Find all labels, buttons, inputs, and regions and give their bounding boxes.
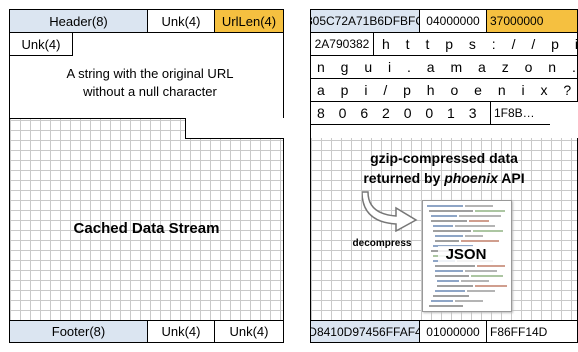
json-document-icon: [422, 200, 512, 312]
gzip-line2-prefix: returned by: [363, 170, 445, 186]
gzip-line2-suffix: API: [497, 170, 525, 186]
urllen-field: UrlLen(4): [214, 9, 284, 33]
url-string-area-bottom: [10, 118, 186, 119]
gzip-description-line1: gzip-compressed data: [370, 150, 518, 166]
header-field: Header(8): [9, 9, 148, 33]
url-text-line3: a p i / p h o e n i x ? _ = 1 4: [310, 78, 578, 102]
hex-unk-row-field: 2A790382: [310, 32, 374, 56]
footer-unk2-field: Unk(4): [214, 320, 284, 343]
url-text-line1: h t t p s : / / p i t a: [373, 32, 578, 56]
decompress-label: decompress: [352, 238, 412, 249]
url-text-line2: n g u i . a m a z o n . c o m /: [310, 55, 578, 79]
hex-unk-field: 04000000: [419, 9, 487, 33]
hex-footer-unk1-field: 01000000: [419, 320, 487, 343]
cached-data-stream-label: Cached Data Stream: [73, 220, 220, 237]
hex-header-field: 305C72A71B6DFBFC: [310, 9, 420, 33]
url-description: A string with the original URL without a…: [66, 66, 234, 99]
hex-footer-field: D8410D97456FFAF4: [310, 320, 420, 343]
hex-urllen-field: 37000000: [486, 9, 578, 33]
gzip-description-line2: returned by phoenix API: [310, 168, 578, 188]
json-label: JSON: [438, 246, 494, 263]
footer-field: Footer(8): [9, 320, 148, 343]
gzip-description: gzip-compressed data returned by phoenix…: [310, 148, 578, 188]
url-string-area-step: [185, 118, 284, 139]
footer-unk1-field: Unk(4): [147, 320, 215, 343]
unk-row-field: Unk(4): [9, 32, 73, 56]
header-unk-field: Unk(4): [147, 9, 215, 33]
gzip-magic-field: 1F8B…: [490, 101, 550, 125]
decompress-arrow-icon: [362, 191, 418, 232]
hex-footer-unk2-field: F86FF14D: [486, 320, 578, 343]
url-text-line4: 8 0 6 2 0 0 1 3 1 9 1: [310, 101, 491, 125]
gzip-line2-api-name: phoenix: [444, 170, 498, 186]
